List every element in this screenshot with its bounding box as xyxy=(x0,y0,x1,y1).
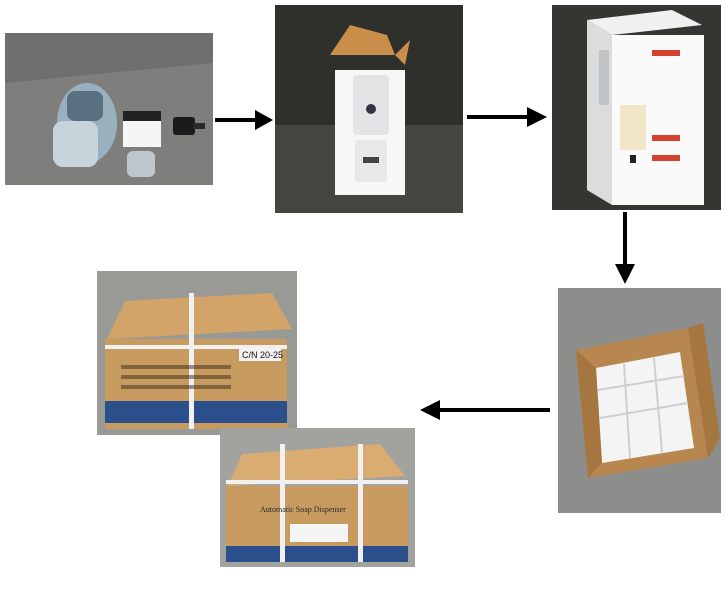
arrow-left-icon xyxy=(420,398,550,422)
carton-label: C/N 20-25 xyxy=(242,350,283,360)
open-box-photo xyxy=(275,5,463,213)
arrow-down-icon xyxy=(613,212,637,284)
carton-front-photo: C/N 20-25 xyxy=(97,271,297,435)
arrow-right-icon xyxy=(215,108,273,132)
arrow-right-icon xyxy=(467,105,547,129)
carton-side-photo: Automatic Soap Dispenser xyxy=(220,428,415,567)
carton-filled-photo xyxy=(558,288,721,513)
carton-side-print: Automatic Soap Dispenser xyxy=(260,505,346,514)
closed-box-photo xyxy=(552,5,721,210)
contents-photo xyxy=(5,33,213,185)
